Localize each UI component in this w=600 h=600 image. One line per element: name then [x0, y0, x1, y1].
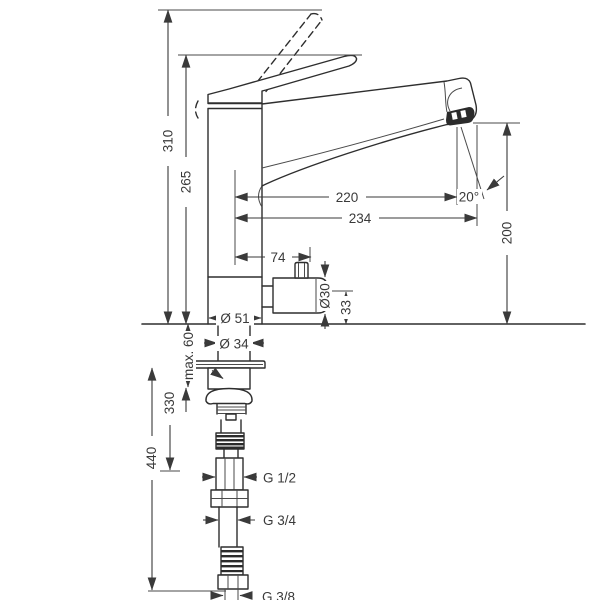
faucet-lever — [207, 54, 358, 104]
dim-spout-reach: 220 — [336, 190, 359, 205]
mounting-shank — [187, 324, 266, 421]
dim-thread-mid: G 3/4 — [263, 513, 297, 528]
faucet-spout — [261, 77, 478, 187]
dim-base-diameter: Ø 51 — [220, 311, 249, 326]
supply-hose — [210, 419, 249, 590]
dim-thread-top: G 1/2 — [263, 471, 296, 486]
valve-knob — [294, 261, 309, 279]
g12-connector — [215, 457, 244, 491]
dim-valve-offset: 74 — [270, 250, 286, 265]
dim-thread-bottom: G 3/8 — [262, 590, 295, 600]
side-outlet-valve — [261, 261, 328, 314]
dimension-labels: 310 265 200 220 234 74 20° Ø30 33 Ø 51 Ø… — [144, 130, 515, 600]
dim-lever-height: 265 — [179, 171, 194, 194]
angle-leader-arrow — [486, 175, 505, 191]
reference-lines — [146, 9, 520, 600]
stream-angle-line — [460, 126, 485, 200]
aerator — [446, 107, 475, 126]
dim-hole-diameter: Ø 34 — [219, 337, 249, 352]
dim-hose-length: 440 — [144, 447, 159, 470]
dim-outlet-height: 200 — [500, 222, 515, 245]
label-backgrounds — [143, 116, 515, 480]
dim-valve-axis-height: 33 — [339, 300, 354, 315]
hose-end-nut — [217, 574, 249, 590]
dim-max-deck-thickness: max. 60 — [181, 332, 196, 380]
dim-hose-mark-short: 330 — [162, 392, 177, 415]
dim-stream-angle: 20° — [459, 190, 479, 205]
dim-valve-diameter: Ø30 — [318, 283, 333, 309]
dim-total-height: 310 — [161, 130, 176, 153]
dim-total-reach: 234 — [349, 211, 372, 226]
